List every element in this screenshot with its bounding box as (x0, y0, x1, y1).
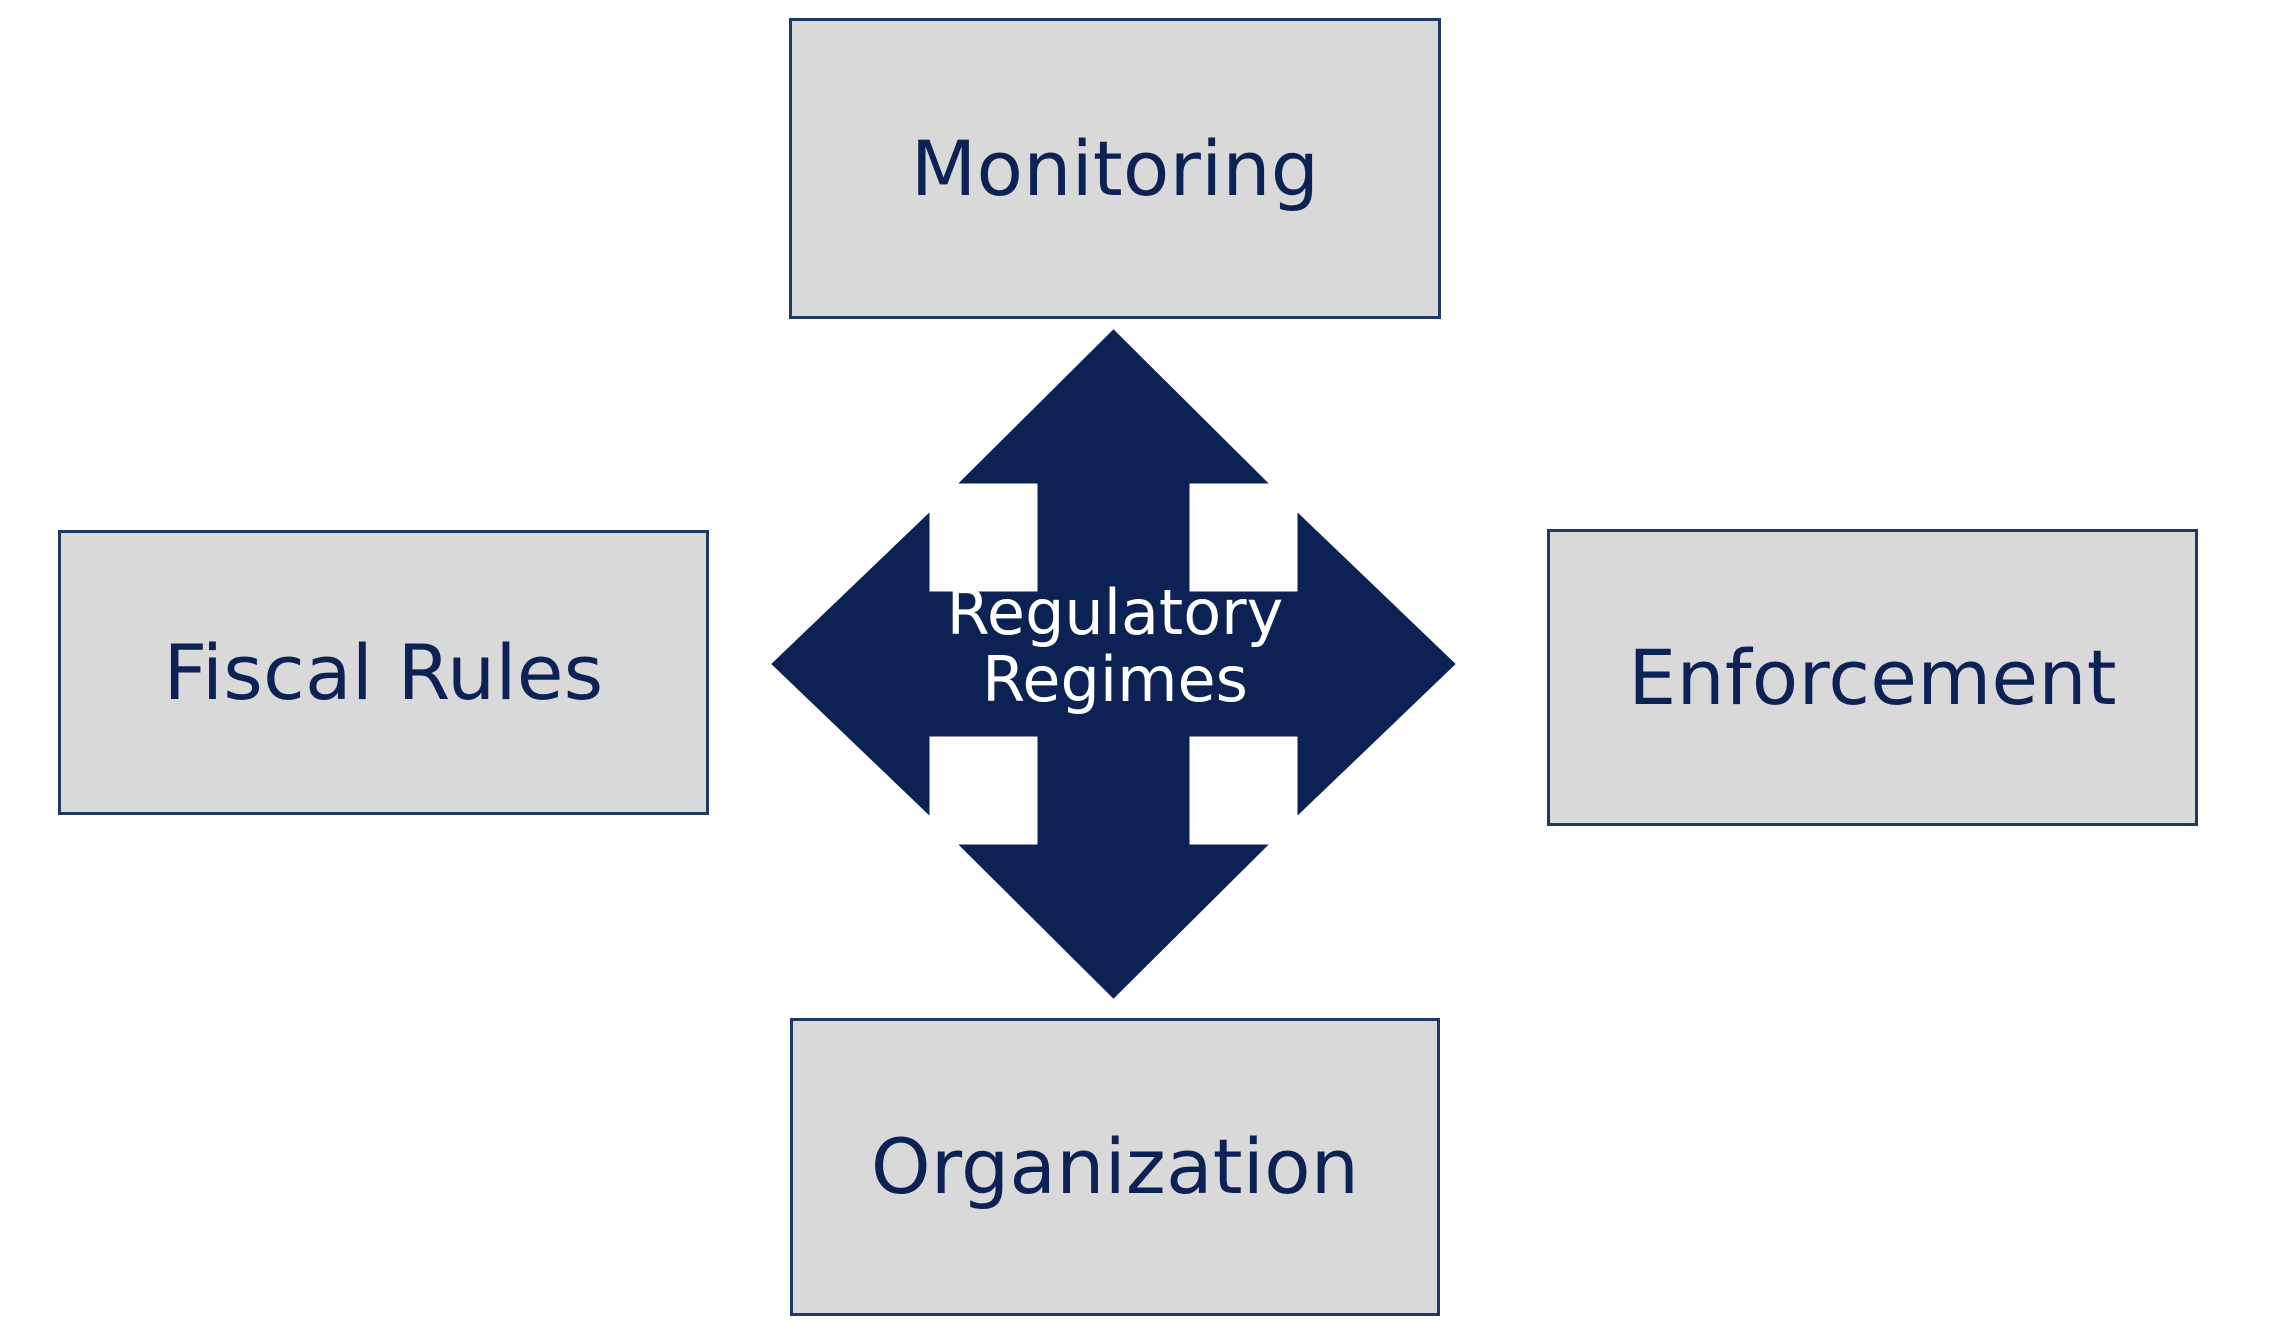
node-box-enforcement[interactable]: Enforcement (1547, 529, 2198, 826)
quad-arrow-shape[interactable] (760, 318, 1470, 1012)
node-label-organization: Organization (870, 1122, 1360, 1212)
quad-arrow-icon (771, 329, 1456, 999)
node-label-enforcement: Enforcement (1628, 632, 2117, 722)
node-box-fiscal-rules[interactable]: Fiscal Rules (58, 530, 709, 815)
node-label-monitoring: Monitoring (910, 123, 1320, 213)
node-label-fiscal-rules: Fiscal Rules (163, 627, 604, 717)
node-box-monitoring[interactable]: Monitoring (789, 18, 1441, 319)
node-box-organization[interactable]: Organization (790, 1018, 1440, 1316)
